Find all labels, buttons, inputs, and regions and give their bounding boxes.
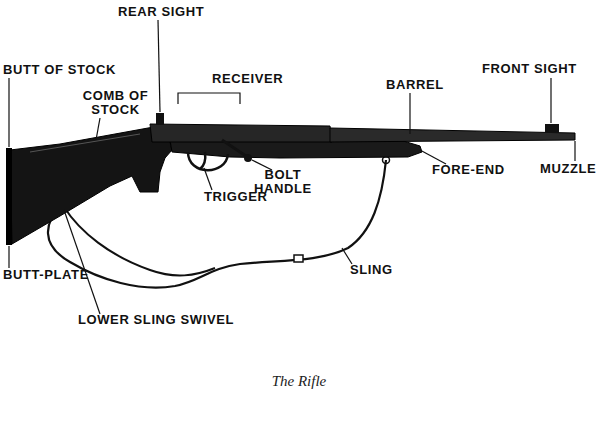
leader-line	[96, 118, 100, 140]
figure-caption: The Rifle	[199, 373, 399, 390]
leader-line	[8, 78, 9, 147]
bolt-knob	[244, 154, 252, 162]
receiver-bracket	[178, 93, 240, 104]
stock-highlight	[30, 134, 140, 152]
leader-line	[420, 150, 446, 164]
part-label: RECEIVER	[212, 72, 312, 86]
part-label: BUTT-PLATE	[3, 268, 113, 282]
butt-plate	[6, 148, 12, 245]
leader-line	[158, 20, 160, 112]
part-label: LOWER SLING SWIVEL	[78, 313, 278, 327]
part-label: BARREL	[386, 78, 476, 92]
bolt-handle	[222, 140, 246, 156]
front-sight	[545, 124, 559, 133]
leader-line	[342, 248, 352, 264]
part-label: COMB OF STOCK	[78, 89, 153, 117]
leader-line	[574, 141, 575, 161]
leader-line	[409, 93, 410, 134]
trigger-guard	[188, 152, 228, 170]
trigger	[200, 152, 205, 169]
leader-line	[550, 78, 551, 123]
leader-line	[64, 210, 100, 314]
sling-strap	[64, 207, 215, 276]
barrel	[330, 128, 575, 142]
sling-keeper	[294, 255, 303, 262]
rear-sight	[156, 113, 164, 125]
fore-end	[170, 140, 422, 158]
leader-line	[8, 246, 9, 268]
part-label: FORE-END	[432, 163, 522, 177]
part-label: MUZZLE	[540, 162, 599, 176]
leader-line	[204, 168, 212, 190]
part-label: FRONT SIGHT	[482, 62, 597, 76]
part-label: SLING	[350, 263, 420, 277]
part-label: BUTT OF STOCK	[3, 63, 163, 77]
rifle-stock	[10, 126, 172, 244]
part-label: TRIGGER	[204, 190, 294, 204]
receiver	[150, 124, 332, 142]
part-label: REAR SIGHT	[118, 5, 228, 19]
